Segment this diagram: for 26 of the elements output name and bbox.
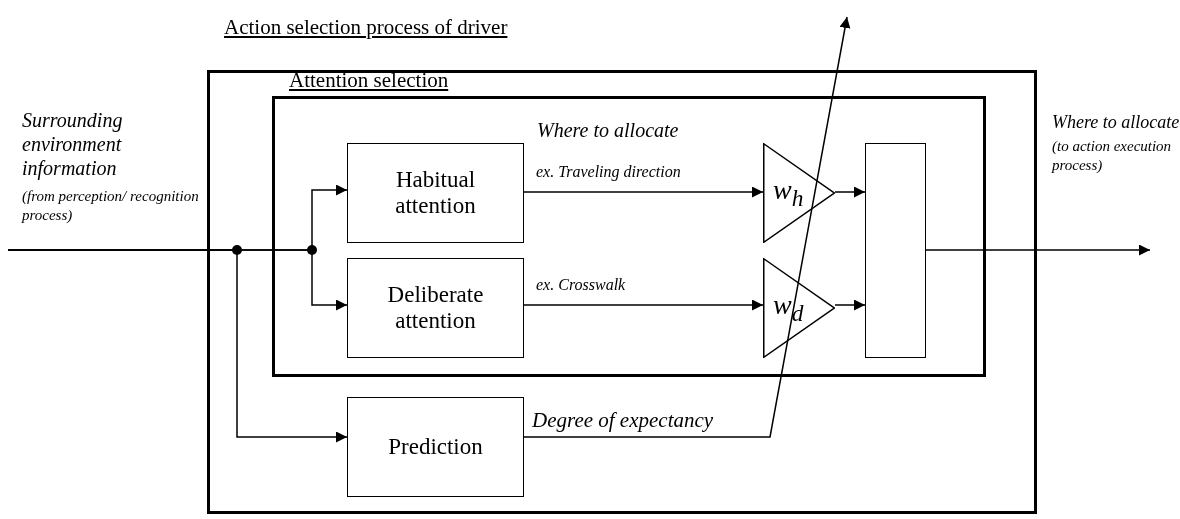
arrow — [523, 299, 764, 311]
arrow — [7, 249, 348, 443]
process-box — [347, 397, 524, 497]
arrow — [925, 244, 1151, 256]
process-box — [347, 258, 524, 358]
edge-label: ex. Traveling direction — [534, 163, 683, 181]
annotation-text: (to action execution process) — [1052, 137, 1173, 175]
box-label: Habitual attention — [394, 166, 477, 220]
amplifier-triangle — [763, 143, 835, 243]
arrow — [523, 16, 851, 438]
frame-heading: Action selection process of driver — [224, 15, 508, 40]
weight-label: w$_{h}$ — [773, 174, 804, 212]
arrow — [523, 186, 764, 198]
process-box — [347, 143, 524, 243]
annotation-text: Where to allocate — [1052, 112, 1180, 134]
annotation-text: (from perception/ recognition process) — [22, 187, 200, 225]
weight-label: w$_{d}$ — [773, 289, 804, 327]
combiner-box — [865, 143, 926, 358]
arrow — [834, 299, 866, 311]
box-label: Deliberate attention — [386, 281, 485, 335]
frame-heading: Attention selection — [289, 68, 449, 93]
annotation-text: Where to allocate — [537, 118, 680, 142]
annotation-text: Surrounding environment information — [22, 108, 124, 180]
box-label: Prediction — [388, 433, 483, 461]
arrow — [834, 186, 866, 198]
amplifier-triangle — [763, 258, 835, 358]
